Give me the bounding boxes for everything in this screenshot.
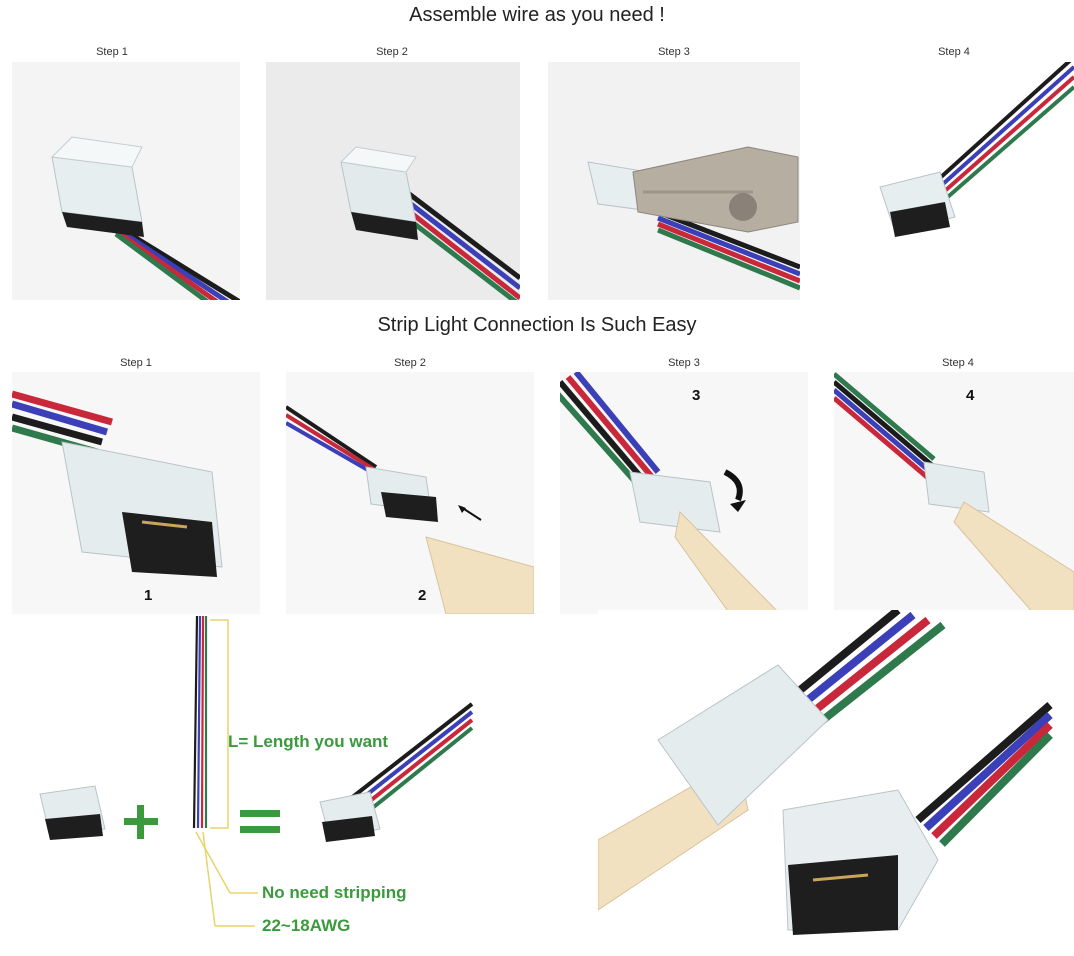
length-label: L= Length you want [228,732,389,751]
section1-step1-label: Step 1 [96,46,128,58]
section2-step3-label: Step 3 [668,357,700,369]
section1-step4-label: Step 4 [938,46,970,58]
section2-step4-label: Step 4 [942,357,974,369]
section2-number-3: 3 [692,387,701,404]
section2-step4-photo [834,372,1074,614]
section1-step4-photo [830,62,1074,300]
stripping-label: No need stripping [262,883,407,902]
gauge-label: 22~18AWG [262,916,351,935]
wire-diagram [0,614,520,956]
section2-step2-label: Step 2 [394,357,426,369]
section2-title: Strip Light Connection Is Such Easy [377,314,697,336]
closeup-photo [598,610,1074,956]
section1-step3-label: Step 3 [658,46,690,58]
section1-step2-photo [266,62,520,300]
section1-step3-photo [548,62,800,300]
section2-number-1: 1 [144,587,153,604]
section2-step2-photo [286,372,534,614]
section2-step1-label: Step 1 [120,357,152,369]
section2-step3-photo [560,372,808,614]
section2-number-4: 4 [966,387,975,404]
section1-step1-photo [12,62,240,300]
section2-step1-photo [12,372,260,614]
section2-number-2: 2 [418,587,427,604]
section1-title: Assemble wire as you need ! [409,4,665,26]
section1-step2-label: Step 2 [376,46,408,58]
